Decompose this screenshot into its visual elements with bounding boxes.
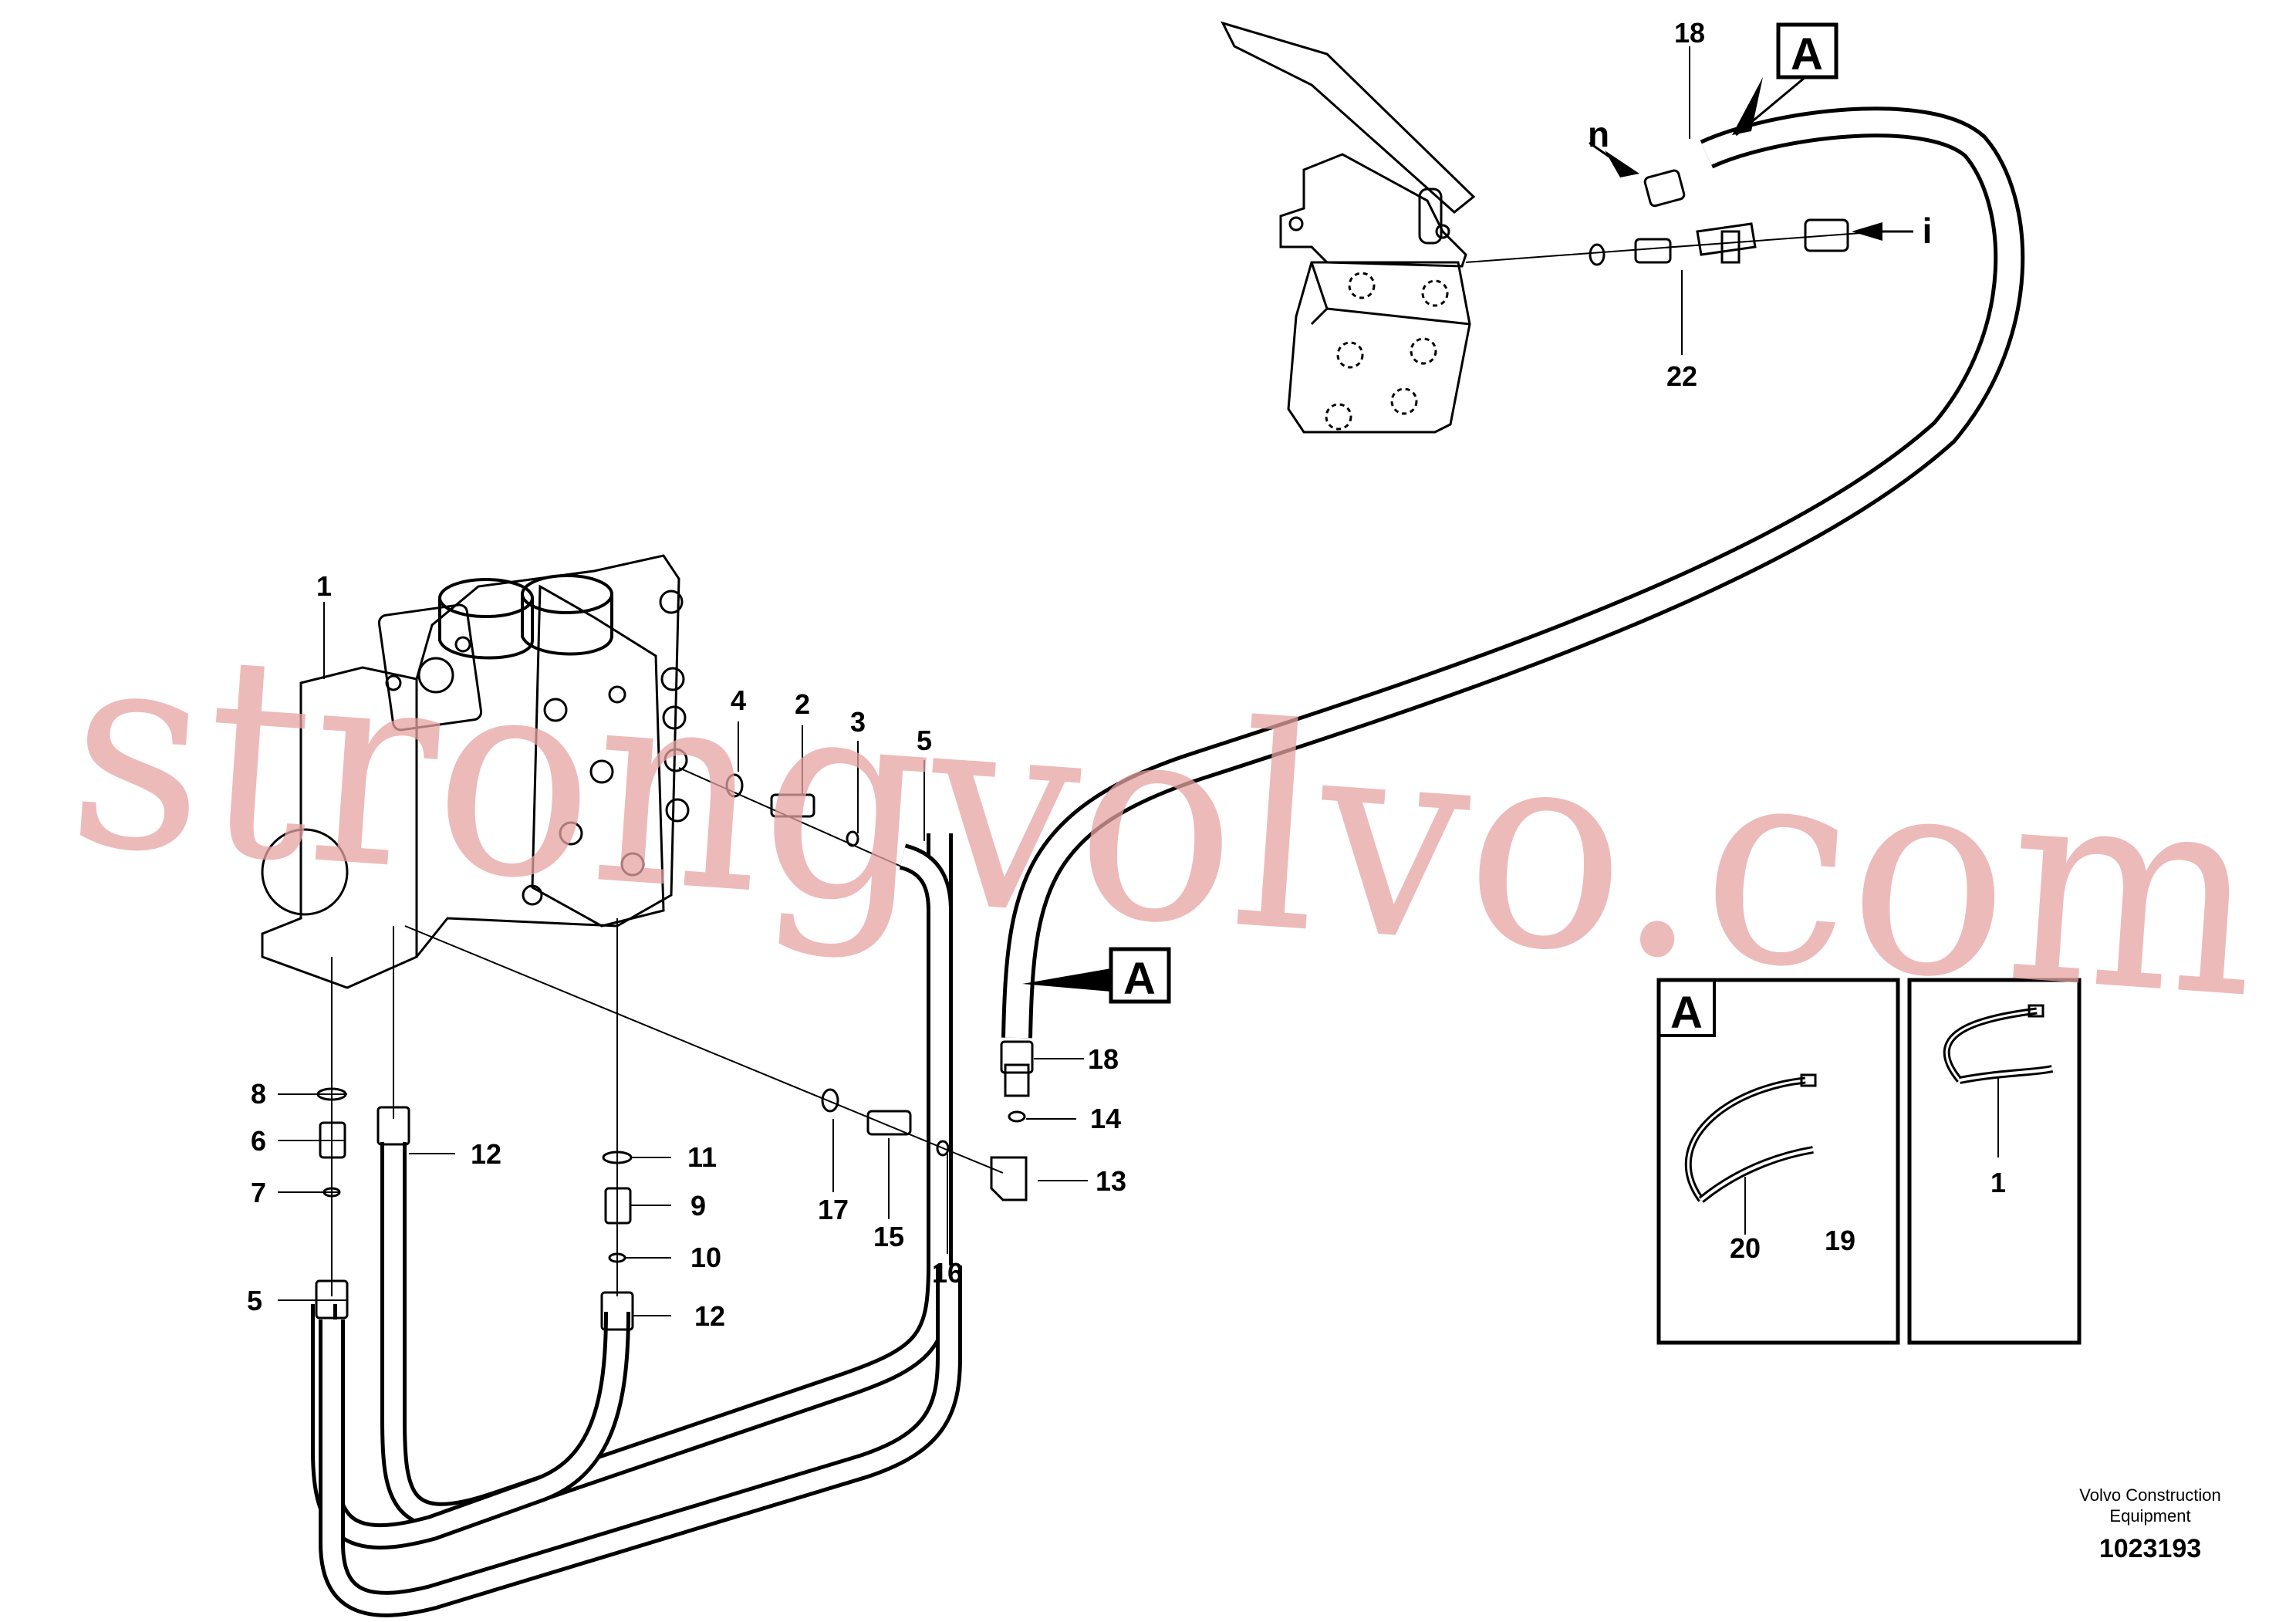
callout-11: 11: [687, 1141, 717, 1173]
caption-block: Volvo Construction Equipment 1023193: [2079, 1485, 2220, 1563]
callout-6: 6: [251, 1125, 266, 1157]
callout-12-left: 12: [471, 1138, 501, 1170]
callout-15: 15: [873, 1221, 904, 1252]
hose-long-a: [1001, 106, 2025, 1039]
caption-company-line1: Volvo Construction: [2079, 1485, 2220, 1505]
callout-14: 14: [1090, 1103, 1121, 1134]
callout-17: 17: [818, 1194, 849, 1225]
callout-16: 16: [932, 1257, 963, 1289]
drawing-number: 1023193: [2099, 1534, 2201, 1563]
hose-12: [311, 1304, 630, 1550]
brake-pedal-assembly: [1221, 21, 1476, 434]
view-flag-top: A: [1776, 22, 1838, 79]
callout-1: 1: [316, 570, 332, 602]
callout-21: 1: [1990, 1167, 2006, 1198]
svg-text:A: A: [1123, 954, 1156, 1004]
callout-22: 22: [1666, 360, 1697, 392]
callout-9: 9: [690, 1190, 706, 1222]
caption-company-line2: Equipment: [2109, 1506, 2190, 1526]
callout-13: 13: [1096, 1165, 1126, 1197]
detail-view-box-a: [1656, 978, 1900, 1345]
callout-labels: 1 4 2 3 5 18 n i 22 18 14 13 17 15 16 8 …: [247, 17, 2006, 1332]
callout-18-top: 18: [1674, 17, 1705, 49]
callout-4: 4: [731, 684, 746, 716]
hose-5: [319, 1265, 962, 1617]
callout-8: 8: [251, 1078, 266, 1110]
callout-5-upper: 5: [917, 725, 932, 756]
callout-20: 20: [1730, 1232, 1761, 1264]
callout-7: 7: [251, 1177, 266, 1208]
callout-19: 19: [1825, 1225, 1855, 1256]
callout-18-mid: 18: [1088, 1043, 1119, 1075]
callout-n: n: [1588, 114, 1609, 154]
callout-5-lower: 5: [247, 1285, 262, 1316]
watermark-text: strongvolvo.com: [60, 585, 2268, 1060]
detail-view-box-b: [1907, 978, 2082, 1345]
callout-2: 2: [795, 688, 810, 720]
callout-3: 3: [850, 706, 866, 738]
callout-12-right: 12: [694, 1300, 725, 1332]
callout-i: i: [1923, 211, 1933, 251]
svg-text:A: A: [1791, 29, 1823, 79]
detail-box-letter: A: [1670, 988, 1703, 1038]
callout-10: 10: [690, 1242, 721, 1273]
view-flag-mid: A: [1109, 947, 1171, 1004]
control-valve-block: [261, 554, 690, 989]
fittings-and-leaders: [278, 46, 1913, 1331]
